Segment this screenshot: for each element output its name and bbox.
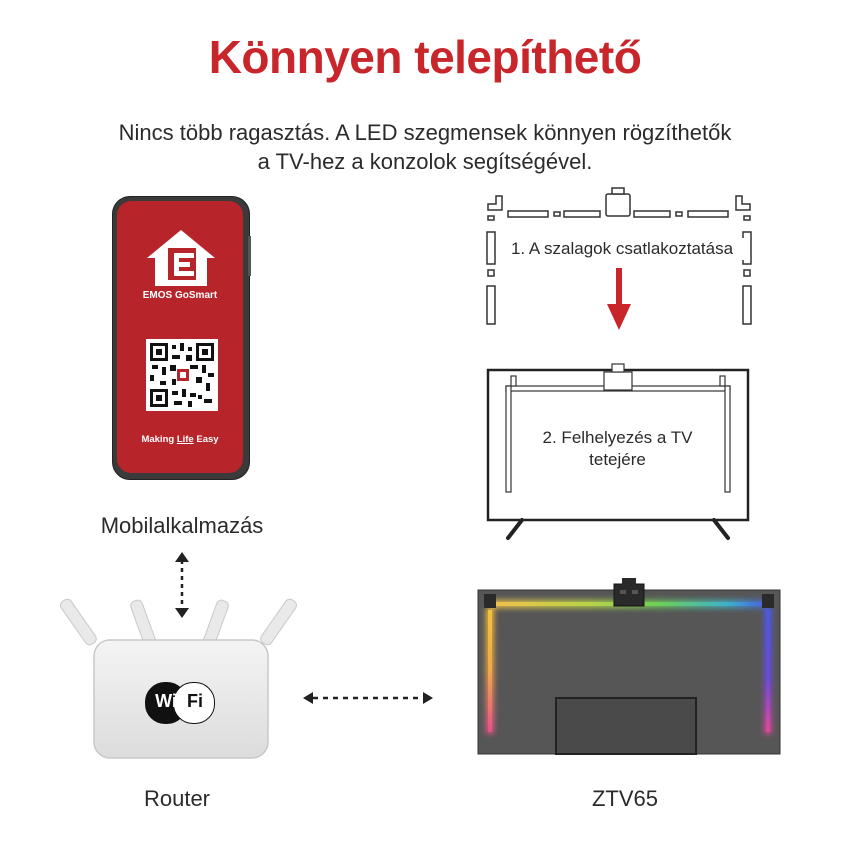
- step-2-line-1: 2. Felhelyezés a TV: [542, 428, 693, 447]
- router-device: [60, 598, 297, 759]
- page-title: Könnyen telepíthető: [208, 31, 642, 83]
- step-2-text: 2. Felhelyezés a TV tetejére: [515, 427, 720, 471]
- red-arrow-down-icon: [607, 268, 631, 330]
- step-2-line-2: tetejére: [589, 450, 646, 469]
- phone-side-button: [248, 236, 251, 276]
- page-subtitle: Nincs több ragasztás. A LED szegmensek k…: [0, 118, 850, 176]
- subtitle-line-1: Nincs több ragasztás. A LED szegmensek k…: [118, 120, 732, 145]
- router-label: Router: [143, 786, 211, 811]
- dashed-arrow-horizontal-icon: [303, 692, 433, 704]
- router-antenna-1: [60, 598, 97, 646]
- led-segments-diagram: [486, 187, 752, 325]
- app-label: Mobilalkalmazás: [100, 513, 264, 538]
- wifi-badge-wi: Wi: [155, 691, 177, 711]
- phone-brand-text: EMOS GoSmart: [142, 290, 218, 301]
- router-antenna-4: [260, 598, 297, 646]
- dashed-arrow-vertical-icon: [175, 552, 189, 618]
- qr-code: [146, 339, 218, 411]
- qr-code-icon: [150, 343, 214, 407]
- subtitle-line-2: a TV-hez a konzolok segítségével.: [257, 149, 593, 174]
- house-logo-icon: [147, 230, 215, 286]
- smartphone: EMOS GoSmart Making Life Easy: [112, 196, 251, 480]
- wifi-badge: Wi Fi: [145, 682, 215, 724]
- slogan-pre: Making: [141, 434, 177, 445]
- slogan-post: Easy: [193, 434, 219, 445]
- phone-slogan: Making Life Easy: [117, 434, 243, 445]
- tv-back-led: [477, 578, 781, 755]
- tv-label: ZTV65: [591, 786, 659, 811]
- wifi-badge-fi: Fi: [187, 691, 203, 711]
- step-1-text: 1. A szalagok csatlakoztatása: [497, 238, 747, 260]
- slogan-em: Life: [176, 434, 194, 445]
- tv-outline-diagram: [486, 363, 750, 540]
